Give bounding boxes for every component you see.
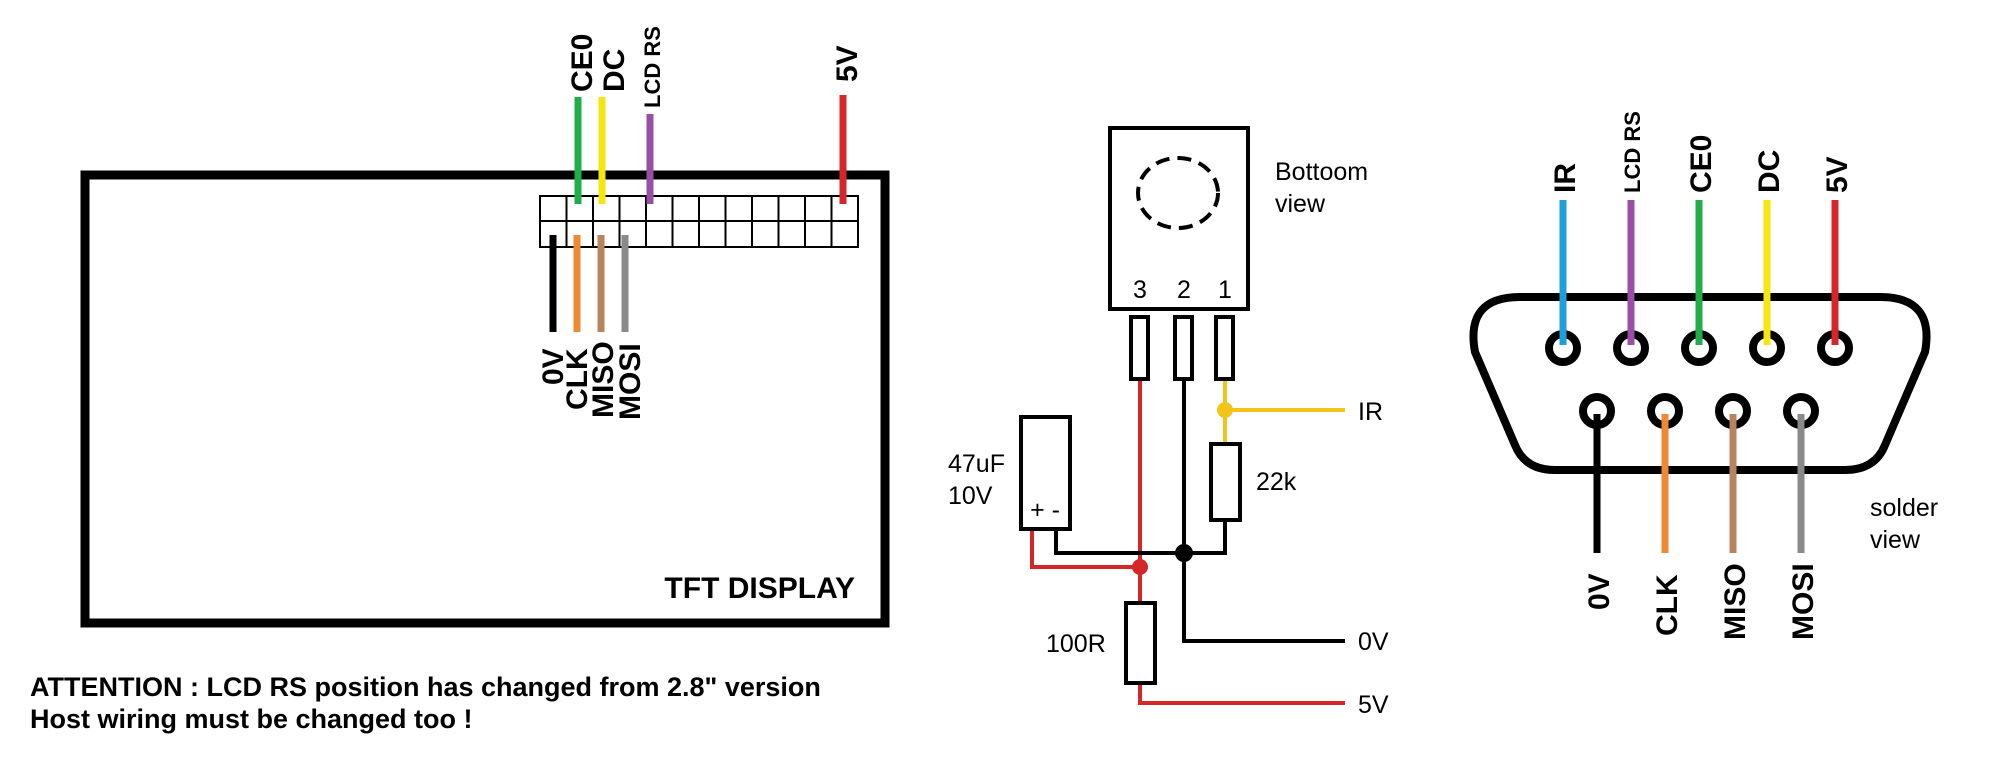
tft-label-dc: DC [598,49,631,92]
ir-receiver-leg-2 [1173,315,1194,381]
tft-label-miso: MISO [587,341,620,418]
tft-display-title: TFT DISPLAY [664,572,855,605]
ir-receiver-pin2-label: 2 [1177,276,1191,304]
db9-label-dc: DC [1753,150,1786,193]
net-label-0v: 0V [1358,628,1389,656]
db9-label-miso: MISO [1719,563,1752,640]
net-label-ir: IR [1358,398,1383,426]
ir-receiver-leg-3 [1129,315,1150,381]
capacitor-value-label: 47uF [948,450,1005,478]
ir-receiver-circuit: 3 2 1 Bottoom view + - 47uF 10V 22k 100R [948,126,1389,719]
wire-cap-minus [1054,520,1227,555]
wire-ir-signal [1223,381,1345,412]
capacitor-voltage-label: 10V [948,482,993,510]
ir-receiver-lens [1136,156,1220,230]
tft-label-0v: 0V [537,348,570,385]
db9-label-clk: CLK [1651,574,1684,636]
net-label-5v: 5V [1358,691,1389,719]
ir-receiver-view-label-1: Bottoom [1275,158,1368,186]
db9-label-mosi: MOSI [1787,563,1820,640]
ir-receiver-leg-1 [1214,315,1235,381]
db9-connector: IR LCD RS CE0 DC 5V 0V CLK MISO MOSI sol… [1469,111,1938,640]
tft-display-outline [80,170,890,628]
junction-0v [1175,544,1193,562]
resistor-22k [1209,442,1242,522]
ir-receiver-pin1-label: 1 [1218,276,1232,304]
wire-0v-rail [1182,381,1345,643]
db9-view-label-2: view [1870,526,1921,554]
db9-label-0v: 0V [1583,573,1616,610]
wire-cap-plus [1030,529,1140,569]
junction-5v [1132,559,1148,575]
ir-receiver-pin3-label: 3 [1133,276,1147,304]
db9-connector-shell [1469,293,1931,474]
tft-label-lcd-rs: LCD RS [640,26,665,108]
db9-view-label-1: solder [1870,494,1938,522]
tft-label-clk: CLK [561,348,594,410]
db9-label-lcd-rs: LCD RS [1620,111,1645,193]
capacitor-polarity: + - [1030,496,1060,524]
tft-label-mosi: MOSI [614,343,647,420]
wire-5v-out [1138,683,1345,705]
junction-ir [1217,402,1233,418]
tft-display: TFT DISPLAY CE0 DC LCD RS 5V [80,26,890,628]
tft-pin-header [539,195,859,248]
capacitor-47uf [1019,415,1072,531]
db9-label-5v: 5V [1821,156,1854,193]
resistor-100r [1124,601,1157,685]
attention-note-line-2: Host wiring must be changed too ! [30,704,473,734]
tft-label-5v: 5V [831,45,864,82]
tft-label-ce0: CE0 [566,34,599,92]
ir-receiver-view-label-2: view [1275,190,1326,218]
db9-label-ce0: CE0 [1685,135,1718,193]
resistor-100r-label: 100R [1046,630,1106,658]
resistor-22k-label: 22k [1256,468,1297,496]
db9-label-ir: IR [1549,163,1582,193]
attention-note-line-1: ATTENTION : LCD RS position has changed … [30,672,821,702]
